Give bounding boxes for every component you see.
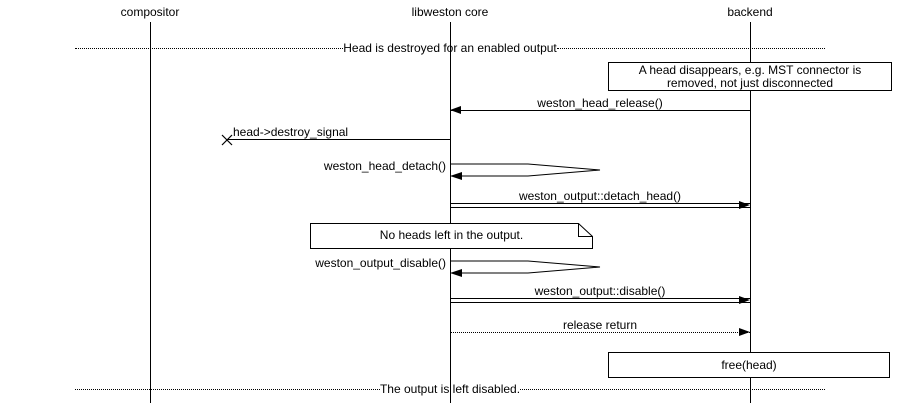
actor-backend-label: backend	[727, 5, 773, 19]
arrowhead-left-icon	[450, 269, 462, 277]
lifeline-libweston-core	[450, 22, 451, 403]
self-message-weston-output-disable: weston_output_disable()	[315, 256, 602, 278]
arrowhead-right-icon	[739, 201, 750, 209]
self-call-loop-icon	[450, 260, 601, 277]
note-head-disappears-line2: removed, not just disconnected	[666, 76, 834, 90]
divider-line	[520, 389, 825, 390]
divider-top-text: Head is destroyed for an enabled output	[343, 41, 557, 55]
message-detach-head-label: weston_output::detach_head()	[518, 189, 682, 203]
message-weston-head-release: weston_head_release()	[450, 96, 750, 114]
divider-bottom: The output is left disabled.	[75, 383, 825, 396]
message-line	[450, 296, 750, 304]
arrowhead-left-icon	[450, 172, 462, 180]
message-disable: weston_output::disable()	[450, 284, 750, 304]
lifeline-compositor	[150, 22, 151, 403]
self-message-weston-head-detach: weston_head_detach()	[324, 159, 602, 181]
note-head-disappears: A head disappears, e.g. MST connector is…	[608, 62, 892, 91]
divider-line	[75, 389, 380, 390]
note-outline-icon	[310, 223, 593, 249]
note-no-heads-text: No heads left in the output.	[379, 228, 524, 242]
message-line	[450, 328, 750, 336]
lost-message-x-icon	[221, 134, 233, 146]
actor-libweston-core-label: libweston core	[411, 5, 489, 19]
arrowhead-right-icon	[739, 328, 750, 336]
message-destroy-signal-label: head->destroy_signal	[233, 125, 349, 139]
lifeline-backend	[750, 22, 751, 403]
arrowhead-right-icon	[739, 296, 750, 304]
message-line	[221, 134, 450, 146]
message-release-return-label: release return	[562, 318, 638, 332]
message-release-return: release return	[450, 318, 750, 336]
divider-bottom-text: The output is left disabled.	[379, 382, 521, 396]
message-disable-label: weston_output::disable()	[534, 284, 666, 298]
actor-compositor-label: compositor	[120, 5, 180, 19]
box-free-head: free(head)	[608, 352, 890, 378]
message-weston-head-release-label: weston_head_release()	[537, 96, 663, 110]
divider-top: Head is destroyed for an enabled output	[75, 41, 826, 55]
message-detach-head: weston_output::detach_head()	[450, 189, 750, 209]
self-call-loop-icon	[450, 163, 601, 180]
message-line	[450, 201, 750, 209]
self-message-weston-output-disable-label: weston_output_disable()	[315, 256, 446, 270]
divider-line	[75, 48, 344, 49]
note-head-disappears-line1: A head disappears, e.g. MST connector is	[638, 63, 862, 77]
self-message-weston-head-detach-label: weston_head_detach()	[323, 159, 446, 173]
note-no-heads: No heads left in the output.	[310, 223, 593, 249]
message-line	[450, 106, 750, 114]
arrowhead-left-icon	[450, 106, 461, 114]
message-destroy-signal: head->destroy_signal	[221, 125, 450, 146]
divider-line	[556, 48, 826, 49]
